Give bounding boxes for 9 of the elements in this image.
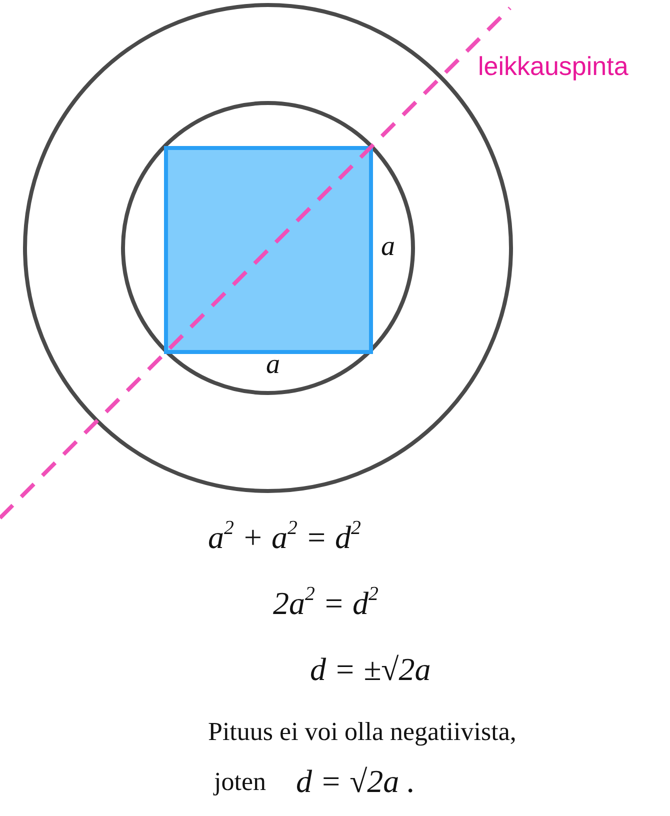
plane-label: leikkauspinta [478, 52, 628, 81]
equation: 2a$^{2}$ = d$^{2}$ [273, 586, 378, 622]
side-label: a [266, 350, 280, 381]
side-label: a [381, 232, 395, 263]
equation: d = ±√2a [310, 652, 431, 688]
equation: d = √2a . [296, 764, 416, 800]
equation: a$^{2}$ + a$^{2}$ = d$^{2}$ [208, 520, 361, 556]
note-text: Pituus ei voi olla negatiivista, [208, 718, 516, 747]
note-text: joten [214, 768, 266, 797]
